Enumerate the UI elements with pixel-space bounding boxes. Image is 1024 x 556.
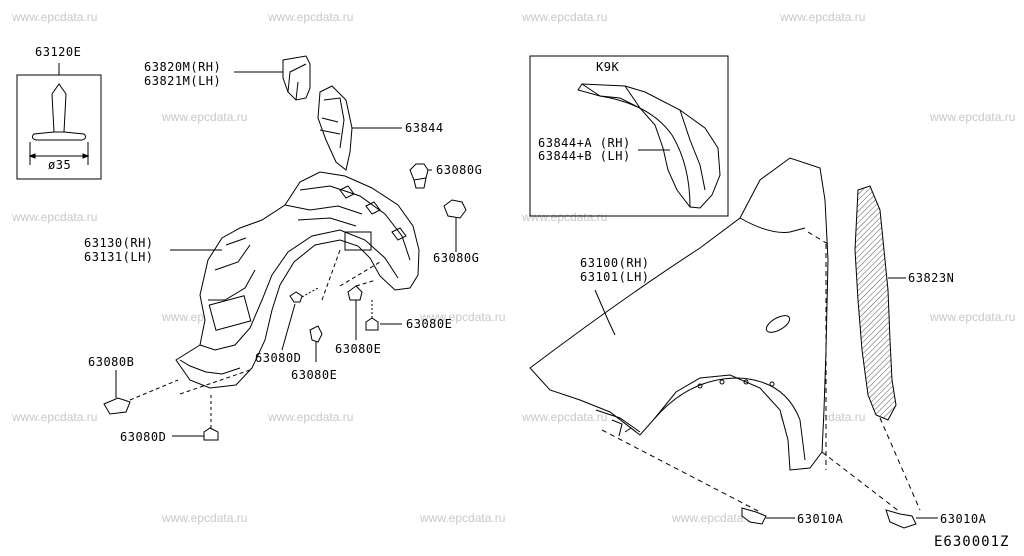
clip-63080b bbox=[103, 370, 131, 415]
part-number-63080e-center: 63080E bbox=[291, 368, 338, 382]
screw-63080e-right bbox=[365, 300, 402, 331]
bolt-63010a-right bbox=[885, 509, 938, 529]
watermark: www.epcdata.ru bbox=[12, 210, 98, 224]
clip-inset bbox=[16, 63, 102, 180]
watermark: www.epcdata.ru bbox=[522, 410, 608, 424]
wheel-liner-63130 bbox=[170, 169, 432, 389]
part-number-63080d-bottom: 63080D bbox=[120, 430, 167, 444]
bolt-63010a-left bbox=[741, 507, 795, 525]
part-number-63080e-right: 63080E bbox=[406, 317, 453, 331]
bracket-63820m bbox=[234, 55, 311, 101]
dimension-label: ø35 bbox=[48, 158, 72, 172]
clip-63080e-left bbox=[347, 285, 363, 340]
part-number-63080g-mid: 63080G bbox=[433, 251, 480, 265]
screw-63080d-bottom bbox=[172, 392, 219, 441]
part-number-63080e-left: 63080E bbox=[335, 342, 382, 356]
part-number-63844: 63844 bbox=[405, 121, 444, 135]
watermark: www.epcdata.ru bbox=[420, 511, 506, 525]
part-number-63080g-top: 63080G bbox=[436, 163, 483, 177]
watermark: www.epcdata.ru bbox=[268, 10, 354, 24]
part-number-63820m: 63820M(RH) bbox=[144, 60, 222, 74]
screw-63080d-center bbox=[281, 287, 319, 351]
part-number-63844-b: 63844+B (LH) bbox=[538, 149, 631, 163]
watermark: www.epcdata.ru bbox=[162, 110, 248, 124]
fender-63100 bbox=[529, 157, 829, 471]
watermark: www.epcdata.ru bbox=[12, 410, 98, 424]
watermark: www.epcdata.ru bbox=[930, 310, 1016, 324]
watermark: www.epcdata.ru bbox=[780, 10, 866, 24]
clip-63080g-mid bbox=[443, 199, 467, 252]
k9k-inset bbox=[529, 55, 729, 217]
watermark: www.epcdata.ru bbox=[522, 210, 608, 224]
clip-63080e-center bbox=[309, 325, 323, 362]
watermark: www.epcdata.ru bbox=[930, 110, 1016, 124]
part-number-63131: 63131(LH) bbox=[84, 250, 154, 264]
watermark: www.epcdata.ru bbox=[12, 10, 98, 24]
part-number-63010a-left: 63010A bbox=[797, 512, 844, 526]
part-number-63821m: 63821M(LH) bbox=[144, 74, 222, 88]
splash-guard-63844 bbox=[317, 85, 402, 171]
diagram-code: E630001Z bbox=[934, 534, 1010, 550]
part-number-63080d-center: 63080D bbox=[255, 351, 302, 365]
fender-insulator-63823n bbox=[854, 185, 906, 421]
watermark: www.epcdata.ru bbox=[672, 511, 758, 525]
clip-63080g-top bbox=[409, 163, 429, 189]
part-number-63100: 63100(RH) bbox=[580, 256, 650, 270]
watermark: www.epcdata.ru bbox=[162, 511, 248, 525]
watermark: www.epcdata.ru bbox=[268, 410, 354, 424]
part-number-63101: 63101(LH) bbox=[580, 270, 650, 284]
part-number-63844-a: 63844+A (RH) bbox=[538, 136, 631, 150]
part-number-63130: 63130(RH) bbox=[84, 236, 154, 250]
part-number-63120e: 63120E bbox=[35, 45, 82, 59]
watermark: www.epcdata.ru bbox=[420, 310, 506, 324]
part-number-63080b: 63080B bbox=[88, 355, 135, 369]
part-number-63823n: 63823N bbox=[908, 271, 955, 285]
part-number-63010a-right: 63010A bbox=[940, 512, 987, 526]
watermark: www.epcdata.ru bbox=[522, 10, 608, 24]
inset-title-k9k: K9K bbox=[596, 60, 620, 74]
